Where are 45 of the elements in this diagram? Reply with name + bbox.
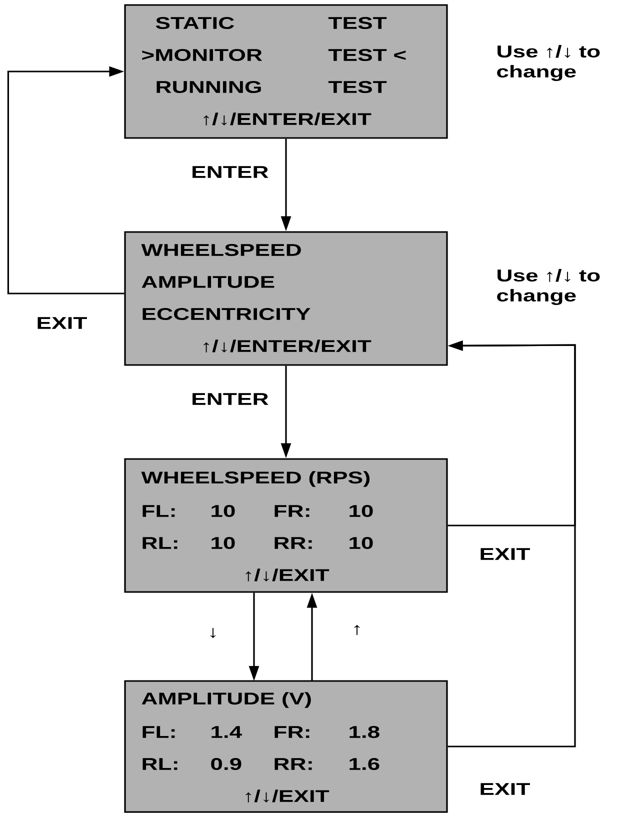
edge-label: ENTER bbox=[190, 165, 270, 179]
edge-label: ↓ bbox=[206, 626, 220, 640]
display-text: 0.9 bbox=[211, 758, 242, 770]
display-text: 10 bbox=[350, 536, 373, 550]
display-text: WHEELSPEED (RPS) bbox=[141, 471, 370, 487]
display-text: ↑/↓/ENTER/EXIT bbox=[204, 112, 372, 126]
edge-label: ENTER bbox=[190, 392, 270, 406]
display-text: 1.6 bbox=[350, 758, 380, 770]
display-box bbox=[124, 4, 448, 139]
display-text: AMPLITUDE bbox=[142, 276, 274, 288]
display-box bbox=[124, 680, 448, 813]
display-text: FL: bbox=[142, 505, 175, 517]
display-text: RL: bbox=[142, 537, 178, 549]
hint-text: Use ↑/↓ to change bbox=[497, 269, 600, 305]
hint-text: Use ↑/↓ to change bbox=[497, 45, 600, 81]
arrow bbox=[7, 66, 124, 294]
display-text: TEST < bbox=[328, 48, 406, 62]
display-text: RL: bbox=[142, 758, 178, 770]
display-text: AMPLITUDE (V) bbox=[142, 692, 311, 708]
display-text: STATIC bbox=[156, 16, 234, 30]
display-text: FR: bbox=[274, 505, 310, 517]
display-text: RR: bbox=[274, 537, 312, 549]
display-text: 1.8 bbox=[350, 726, 380, 738]
edge-label: EXIT bbox=[478, 782, 532, 796]
display-text: TEST bbox=[328, 16, 387, 30]
display-text: FL: bbox=[142, 726, 175, 738]
display-text: ↑/↓/EXIT bbox=[246, 790, 330, 802]
display-text: 10 bbox=[212, 536, 235, 550]
display-text: >MONITOR bbox=[142, 48, 262, 62]
display-text: ↑/↓/EXIT bbox=[246, 568, 330, 582]
display-text: RUNNING bbox=[156, 80, 261, 94]
display-text: 1.4 bbox=[212, 726, 242, 738]
display-text: ECCENTRICITY bbox=[142, 308, 310, 320]
edge-label: EXIT bbox=[478, 547, 532, 561]
display-text: TEST bbox=[328, 80, 387, 94]
display-box bbox=[124, 231, 448, 366]
display-text: RR: bbox=[274, 758, 312, 770]
display-text: 10 bbox=[212, 504, 235, 518]
edge-label: EXIT bbox=[35, 316, 88, 330]
display-box bbox=[124, 458, 448, 593]
display-text: FR: bbox=[274, 726, 310, 738]
display-text: 10 bbox=[350, 504, 373, 518]
display-text: ↑/↓/ENTER/EXIT bbox=[204, 340, 372, 352]
edge-label: ↑ bbox=[350, 624, 364, 636]
display-text: WHEELSPEED bbox=[141, 244, 301, 256]
